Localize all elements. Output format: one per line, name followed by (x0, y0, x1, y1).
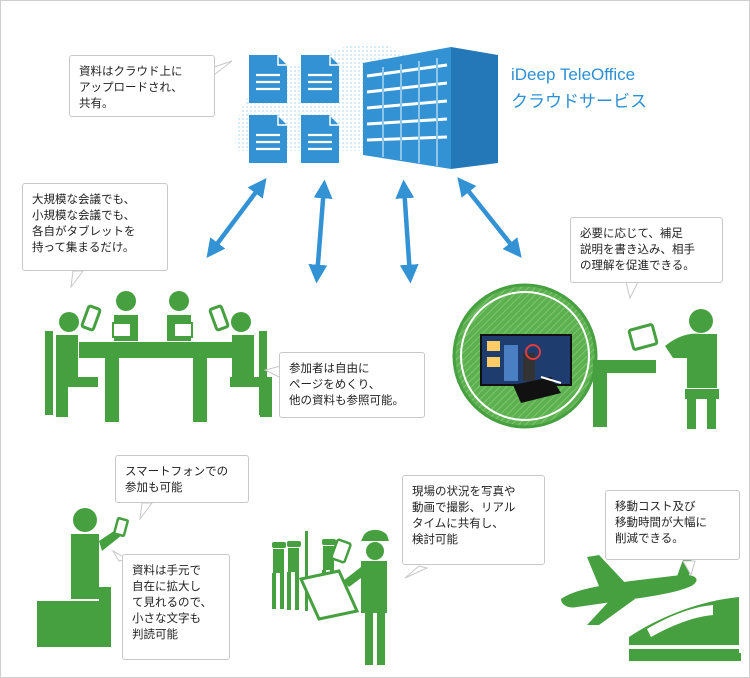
callout-line: 動画で撮影、リアル (412, 500, 516, 514)
callout-meeting: 大規模な会議でも、 小規模な会議でも、 各自がタブレットを 持って集まるだけ。 (22, 183, 168, 271)
callout-line: 移動時間が大幅に (615, 515, 707, 529)
smartphone-user-icon (37, 508, 129, 647)
callout-line: ページをめくり、 (289, 377, 381, 391)
callout-field: 現場の状況を写真や 動画で撮影、リアル タイムに共有し、 検討可能 (402, 475, 545, 565)
callout-line: 共有。 (79, 96, 114, 110)
callout-line: 資料は手元で (132, 563, 201, 577)
callout-line: 参加者は自由に (289, 361, 370, 375)
callout-supplement: 必要に応じて、補足 説明を書き込み、相手 の理解を促進できる。 (570, 217, 723, 283)
callout-line: 大規模な会議でも、 (32, 192, 136, 206)
callout-line: て見れるので、 (132, 595, 213, 609)
callout-line: 必要に応じて、補足 (580, 226, 683, 240)
callout-line: スマートフォンでの (125, 464, 229, 478)
callout-line: 資料はクラウド上に (79, 64, 183, 78)
server-icon (363, 47, 498, 169)
callout-line: 持って集まるだけ。 (32, 240, 135, 254)
callout-smartphone: スマートフォンでの 参加も可能 (115, 455, 249, 503)
callout-tails (70, 60, 696, 579)
airplane-icon (561, 555, 697, 625)
field-workers-icon (272, 529, 389, 665)
meeting-people-icon (45, 291, 272, 422)
service-subtitle: クラウドサービス (511, 92, 647, 111)
callout-line: 削減できる。 (615, 531, 684, 545)
remote-support-icon (452, 283, 719, 429)
callout-line: の理解を促進できる。 (580, 258, 695, 272)
callout-cloud-upload: 資料はクラウド上に アップロードされ、 共有。 (69, 55, 215, 117)
callout-line: 現場の状況を写真や (412, 484, 516, 498)
callout-line: 他の資料も参照可能。 (289, 393, 404, 407)
callout-line: 各自がタブレットを (32, 224, 136, 238)
callout-cost: 移動コスト及び 移動時間が大幅に 削減できる。 (605, 490, 740, 560)
callout-line: 説明を書き込み、相手 (580, 242, 695, 256)
train-icon (629, 597, 741, 661)
callout-line: 小さな文字も (132, 611, 201, 625)
callout-line: タイムに共有し、 (412, 516, 504, 530)
callout-free-paging: 参加者は自由に ページをめくり、 他の資料も参照可能。 (279, 352, 425, 418)
document-icon (249, 55, 339, 163)
callout-line: 移動コスト及び (615, 499, 696, 513)
service-title: iDeep TeleOffice クラウドサービス (511, 61, 647, 115)
callout-line: アップロードされ、 (79, 80, 183, 94)
callout-line: 自在に拡大し (132, 579, 201, 593)
callout-readable: 資料は手元で 自在に拡大し て見れるので、 小さな文字も 判読可能 (122, 554, 230, 660)
callout-line: 参加も可能 (125, 480, 183, 494)
service-name: iDeep TeleOffice (511, 65, 636, 84)
callout-line: 判読可能 (132, 627, 178, 641)
arrow-icon (206, 177, 522, 284)
callout-line: 小規模な会議でも、 (32, 208, 136, 222)
callout-line: 検討可能 (412, 532, 458, 546)
